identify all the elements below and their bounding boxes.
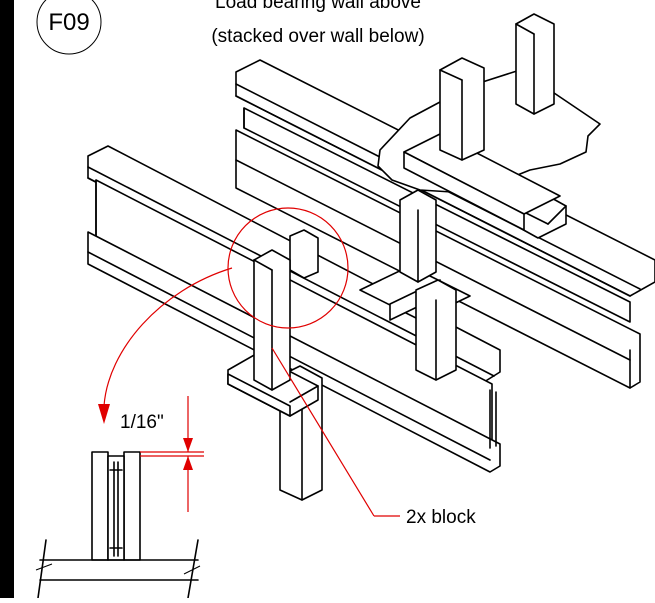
wall-above-assembly <box>377 13 601 283</box>
block-leader <box>271 347 400 517</box>
enlargement-callout <box>98 207 349 424</box>
detail-tag: F09 <box>36 0 102 55</box>
sheet-border <box>0 0 14 598</box>
detail-tag-number: F09 <box>48 9 89 36</box>
block-assembly <box>227 229 319 417</box>
gap-dimension-label: 1/16" <box>120 412 164 433</box>
block-label: 2x block <box>406 507 476 528</box>
wall-above-label-line1: Load bearing wall above <box>215 0 421 13</box>
section-detail <box>35 451 201 599</box>
wall-above-label-line2: (stacked over wall below) <box>211 26 424 47</box>
gap-dimension <box>140 396 204 512</box>
